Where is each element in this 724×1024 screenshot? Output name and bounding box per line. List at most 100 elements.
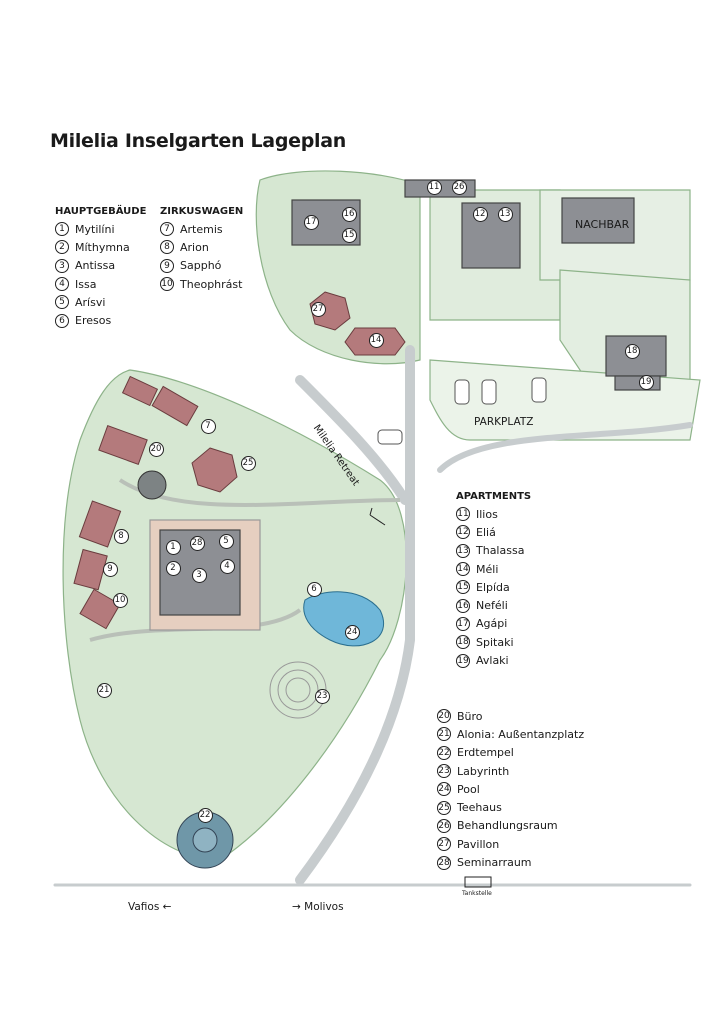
legend-item: 15 Elpída [456, 578, 531, 596]
legend-label: Issa [75, 277, 97, 291]
map-marker: 17 [303, 214, 319, 230]
map-marker: 14 [368, 332, 384, 348]
number-badge: 12 [456, 525, 470, 540]
legend-item: 14 Méli [456, 560, 531, 578]
number-badge: 11 [456, 507, 470, 522]
number-badge: 19 [456, 653, 470, 668]
map-marker: 7 [200, 418, 216, 434]
legend-label: Arísvi [75, 295, 106, 309]
legend-label: Büro [457, 709, 483, 723]
map-marker: 16 [341, 206, 357, 222]
legend-label: Míthymna [75, 240, 130, 254]
map-marker: 22 [197, 807, 213, 823]
map-marker: 5 [218, 533, 234, 549]
number-badge: 8 [160, 240, 174, 255]
legend-heading: HAUPTGEBÄUDE [55, 206, 147, 217]
number-badge: 2 [55, 240, 69, 255]
wagon-roofs [73, 291, 406, 630]
number-badge: 28 [437, 855, 451, 870]
direction-west-label: Vafios ← [128, 901, 172, 913]
legend-label: Avlaki [476, 654, 509, 668]
page-title: Milelia Inselgarten Lageplan [50, 130, 346, 152]
number-badge: 27 [437, 837, 451, 852]
number-badge: 7 [160, 222, 174, 237]
map-marker: 9 [102, 561, 118, 577]
map-marker: 26 [451, 179, 467, 195]
legend-label: Antissa [75, 259, 116, 273]
legend-label: Arion [180, 240, 209, 254]
map-marker: 20 [148, 441, 164, 457]
legend-label: Thalassa [476, 544, 525, 558]
legend-item: 25 Teehaus [437, 798, 584, 816]
legend-label: Eresos [75, 314, 112, 328]
legend-label: Theophrást [180, 277, 243, 291]
legend-heading: ZIRKUSWAGEN [160, 206, 244, 217]
direction-east-label: → Molivos [292, 901, 344, 913]
map-marker: 15 [341, 227, 357, 243]
map-marker: 23 [314, 688, 330, 704]
legend-label: Teehaus [457, 801, 502, 815]
legend-label: Neféli [476, 599, 508, 613]
number-badge: 25 [437, 800, 451, 815]
parking-label: PARKPLATZ [474, 416, 534, 428]
map-marker: 24 [344, 624, 360, 640]
legend-item: 5 Arísvi [55, 293, 146, 311]
number-badge: 9 [160, 258, 174, 273]
map-marker: 27 [310, 301, 326, 317]
legend-item: 27 Pavillon [437, 835, 584, 853]
neighbor-label: NACHBAR [575, 218, 630, 231]
legend-item: 8 Arion [160, 238, 243, 256]
map-marker: 4 [219, 558, 235, 574]
map-marker: 8 [113, 528, 129, 544]
gazebo [137, 470, 167, 500]
legend-label: Labyrinth [457, 764, 510, 778]
legend-item: 13 Thalassa [456, 542, 531, 560]
legend-label: Artemis [180, 222, 223, 236]
number-badge: 15 [456, 580, 470, 595]
map-marker: 28 [189, 535, 205, 551]
map-marker: 10 [112, 592, 128, 608]
map-marker: 21 [96, 682, 112, 698]
gas-station-label: Tankstelle [462, 890, 492, 897]
number-badge: 17 [456, 616, 470, 631]
legend-item: 17 Agápi [456, 615, 531, 633]
number-badge: 22 [437, 745, 451, 760]
map-marker: 12 [472, 206, 488, 222]
legend-item: 19 Avlaki [456, 651, 531, 669]
number-badge: 23 [437, 764, 451, 779]
map-marker: 25 [240, 455, 256, 471]
number-badge: 16 [456, 598, 470, 613]
map-marker: 2 [165, 560, 181, 576]
number-badge: 21 [437, 727, 451, 742]
roads [53, 345, 693, 887]
map-marker: 1 [165, 539, 181, 555]
number-badge: 3 [55, 258, 69, 273]
legend-label: Agápi [476, 617, 508, 631]
legend-item: 6 Eresos [55, 311, 146, 329]
map-marker: 18 [624, 343, 640, 359]
legend-label: Seminarraum [457, 856, 532, 870]
legend-label: Méli [476, 562, 499, 576]
number-badge: 14 [456, 562, 470, 577]
legend-item: 2 Míthymna [55, 238, 146, 256]
number-badge: 5 [55, 295, 69, 310]
legend-label: Elpída [476, 580, 510, 594]
parking-cars [377, 377, 547, 445]
legend-label: Pavillon [457, 837, 500, 851]
number-badge: 13 [456, 543, 470, 558]
number-badge: 24 [437, 782, 451, 797]
gas-station-icon [464, 876, 492, 888]
number-badge: 6 [55, 313, 69, 328]
legend-item: 16 Neféli [456, 596, 531, 614]
